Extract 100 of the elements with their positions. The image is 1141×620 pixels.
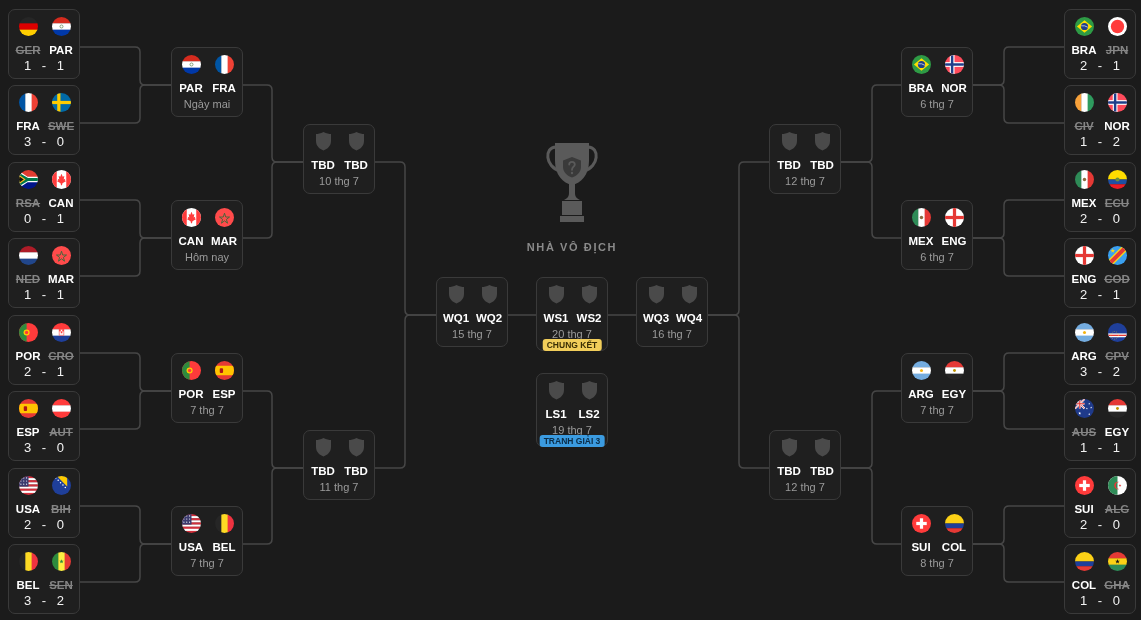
bracket-line [79, 543, 172, 583]
team-code: PAR [49, 44, 73, 56]
match-score: 3 - 2 [24, 593, 64, 608]
match-date: 16 thg 7 [652, 328, 692, 340]
match-card [1064, 468, 1136, 538]
match-card [171, 353, 243, 423]
team-code: MAR [210, 235, 238, 247]
bracket-line [607, 314, 637, 316]
team-code: CPV [1105, 350, 1129, 362]
match-score: 0 - 1 [24, 211, 64, 226]
match-date: 6 thg 7 [920, 251, 954, 263]
bracket-line [79, 84, 172, 124]
bracket-line [507, 314, 537, 316]
team-code: BEL [16, 579, 40, 591]
team-code: TBD [344, 465, 368, 477]
team-code: CAN [178, 235, 204, 247]
team-code: AUS [1071, 426, 1097, 438]
bracket-line [972, 237, 1065, 277]
match-card [171, 200, 243, 270]
match-score: 2 - 0 [1080, 211, 1120, 226]
team-code: EGY [941, 388, 967, 400]
bracket-line [707, 314, 770, 469]
match-card [303, 430, 375, 500]
match-card [303, 124, 375, 194]
match-date: 7 thg 7 [190, 404, 224, 416]
team-code: CRO [48, 350, 74, 362]
match-score: 3 - 0 [24, 134, 64, 149]
match-score: 2 - 1 [24, 364, 64, 379]
team-code: WQ4 [675, 312, 703, 324]
match-card [8, 544, 80, 614]
match-card [8, 238, 80, 308]
team-code: TBD [344, 159, 368, 171]
team-code: JPN [1105, 44, 1129, 56]
match-card [436, 277, 508, 347]
match-score: 2 - 1 [1080, 287, 1120, 302]
team-code: POR [178, 388, 204, 400]
team-code: RSA [15, 197, 41, 209]
team-code: WQ2 [475, 312, 503, 324]
team-code: LS2 [578, 408, 600, 420]
team-code: TBD [810, 159, 834, 171]
team-code: NOR [1104, 120, 1130, 132]
team-code: NED [15, 273, 41, 285]
match-date: 8 thg 7 [920, 557, 954, 569]
match-score: 1 - 1 [24, 58, 64, 73]
match-card [8, 9, 80, 79]
team-code: SUI [1074, 503, 1094, 515]
match-card [769, 124, 841, 194]
team-code: SEN [49, 579, 73, 591]
team-code: ARG [908, 388, 934, 400]
team-code: FRA [16, 120, 40, 132]
team-code: TBD [810, 465, 834, 477]
match-card [1064, 544, 1136, 614]
team-code: BIH [51, 503, 71, 515]
team-code: ECU [1104, 197, 1130, 209]
bracket-line [972, 543, 1065, 583]
match-date: 12 thg 7 [785, 481, 825, 493]
match-score: 2 - 1 [1080, 58, 1120, 73]
team-code: TBD [311, 159, 335, 171]
match-card [901, 353, 973, 423]
bracket-line [972, 84, 1065, 124]
team-code: USA [15, 503, 41, 515]
team-code: NOR [941, 82, 967, 94]
team-code: BEL [212, 541, 236, 553]
match-score: 2 - 0 [24, 517, 64, 532]
bracket-line [374, 314, 437, 469]
bracket-line [242, 467, 304, 545]
champion-label: NHÀ VÔ ĐỊCH [526, 240, 618, 254]
team-code: COD [1104, 273, 1130, 285]
match-score: 3 - 0 [24, 440, 64, 455]
match-score: 1 - 1 [24, 287, 64, 302]
bracket-line [79, 237, 172, 277]
team-code: WS2 [576, 312, 602, 324]
team-code: ESP [16, 426, 40, 438]
match-card [1064, 9, 1136, 79]
team-code: TBD [777, 465, 801, 477]
team-code: USA [178, 541, 204, 553]
match-card [1064, 315, 1136, 385]
team-code: AUT [49, 426, 73, 438]
team-code: WQ1 [442, 312, 470, 324]
team-code: MEX [908, 235, 934, 247]
team-code: SUI [911, 541, 931, 553]
match-date: 15 thg 7 [452, 328, 492, 340]
team-code: CAN [48, 197, 74, 209]
match-card [1064, 162, 1136, 232]
match-card [536, 277, 608, 351]
stage-tag: CHUNG KẾT [542, 339, 602, 351]
bracket-line [840, 161, 902, 239]
match-date: 11 thg 7 [319, 481, 359, 493]
team-code: GHA [1104, 579, 1130, 591]
match-score: 2 - 0 [1080, 517, 1120, 532]
match-card [8, 315, 80, 385]
match-card [636, 277, 708, 347]
match-card [171, 47, 243, 117]
team-code: POR [15, 350, 41, 362]
match-card [769, 430, 841, 500]
team-code: FRA [212, 82, 236, 94]
match-card [8, 468, 80, 538]
match-date: 10 thg 7 [319, 175, 359, 187]
team-code: MEX [1071, 197, 1097, 209]
match-date: 12 thg 7 [785, 175, 825, 187]
